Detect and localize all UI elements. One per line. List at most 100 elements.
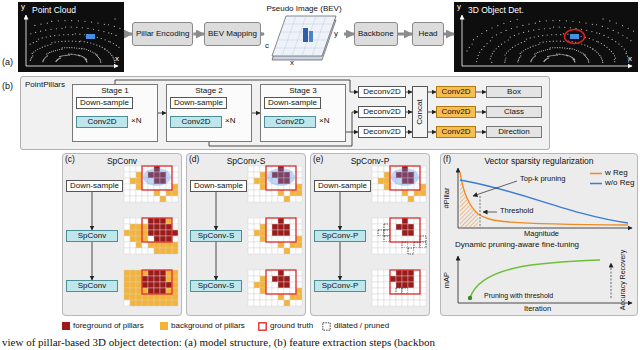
point [531,59,532,60]
label-text: (f) [443,155,451,164]
point [600,57,601,58]
pillar-cell [378,196,384,202]
point [473,39,474,40]
pillar-cell [372,166,378,172]
pillar-cell [142,288,148,294]
pillar-cell [124,224,130,230]
pillar-cell [142,196,148,202]
pillar-cell [296,218,302,224]
point [518,58,519,59]
conv-box: Conv2D [264,116,316,128]
point [91,21,92,22]
conv-box: SpConv [66,280,118,292]
point [42,47,43,48]
pillar-cell [260,218,266,224]
pillar-cell [148,294,154,300]
node-text: Conv2D [442,127,471,137]
point [604,45,605,46]
process-box: BEV Mapping [204,22,261,46]
pillar-cell [408,230,414,236]
connector [444,33,454,36]
pillar-cell [414,282,420,288]
pillar-cell [172,236,178,242]
point [98,57,99,58]
point [622,25,623,26]
chart [458,168,632,303]
panel-background [72,84,158,142]
point [510,21,511,22]
point [39,48,40,49]
pillar-cell [154,282,160,288]
pillar-cell [290,196,296,202]
point [609,49,610,50]
pillar-cell [372,270,378,276]
pillar-cell [420,248,426,254]
pillar-cell [172,282,178,288]
pillar-cell [390,218,396,224]
point [519,57,520,58]
pillar-cell [272,224,278,230]
pillar-cell [248,248,254,254]
connector [476,112,486,113]
point [71,27,72,28]
pillar-cell [390,294,396,300]
point [481,49,482,50]
point [511,28,512,29]
pillar-cell [166,184,172,190]
point [539,21,540,22]
point [533,57,534,58]
point [553,41,554,42]
pillar-cell [160,196,166,202]
node-text: SpConv-P [322,281,358,291]
label-text: x [115,55,119,64]
point [590,47,591,48]
legend-text: w/o Reg [605,178,634,188]
pillar-cell [414,300,420,306]
pillar-cell [166,190,172,196]
point [78,55,79,56]
pillar-grid [372,166,426,202]
point [573,59,574,60]
point [96,54,97,55]
pillar-cell [378,172,384,178]
pillar-cell [172,248,178,254]
pillar-cell [130,236,136,242]
point [613,30,614,31]
pillar-cell [402,242,408,248]
pillar-cell [124,196,130,202]
point [574,60,575,61]
node-text: Pillar Encoding [136,29,189,39]
point [62,55,63,56]
axis-line [458,168,459,228]
pillar-cell [130,248,136,254]
pillar-cell [296,288,302,294]
point [90,51,91,52]
node-text: Down-sample [174,98,223,108]
pillar-cell [154,276,160,282]
pillar-cell [390,224,396,230]
point [543,42,544,43]
pillar-cell [272,288,278,294]
point [584,54,585,55]
point [104,24,105,25]
pillar-cell [290,294,296,300]
point [30,33,31,34]
point [602,18,603,19]
pillar-cell [414,218,420,224]
legend-entry: dilated / pruned [322,321,389,331]
point [569,48,570,49]
pillar-cell [166,248,172,254]
point [518,60,519,61]
point [548,56,549,57]
point [551,55,552,56]
pillar-cell [130,276,136,282]
label-text: (e) [313,155,323,164]
point [581,36,582,37]
pillar-cell [378,276,384,282]
pillar-cell [284,196,290,202]
legend-text: dilated / pruned [334,321,389,331]
point [56,60,57,61]
pillar-cell [254,196,260,202]
pillar-cell [254,270,260,276]
